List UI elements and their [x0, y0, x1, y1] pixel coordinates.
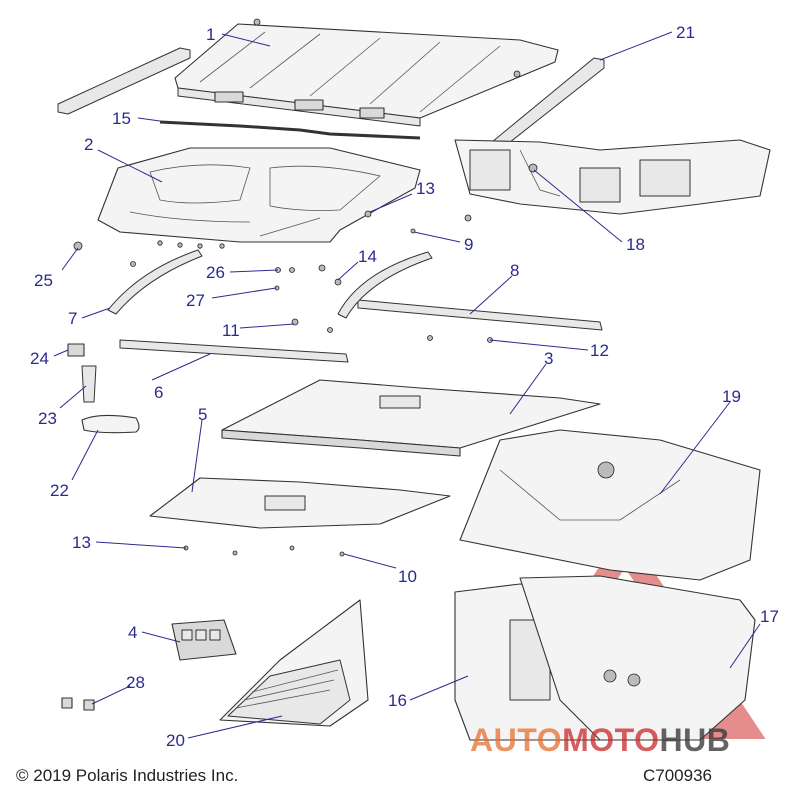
part-5-floor-panel-lower [149, 477, 451, 529]
copyright-text: © 2019 Polaris Industries Inc. [16, 766, 239, 785]
callout-19: 19 [722, 387, 741, 406]
part-28-clip-b [83, 699, 95, 711]
callout-16: 16 [388, 691, 407, 710]
callout-12: 12 [590, 341, 609, 360]
part-8-crossbar [357, 299, 603, 331]
callout-2: 2 [84, 135, 93, 154]
callout-10: 10 [398, 567, 417, 586]
part-1-roof [174, 18, 559, 127]
watermark-text: AUTOMOTOHUB [470, 722, 730, 759]
part-3-floor-panel [221, 379, 601, 457]
part-18-front-frame [454, 139, 771, 215]
part-17-rear-panel [519, 575, 756, 741]
watermark-part-moto: MOTO [562, 722, 660, 758]
callout-5: 5 [198, 405, 207, 424]
callout-9: 9 [464, 235, 473, 254]
callout-24: 24 [30, 349, 49, 368]
callout-17: 17 [760, 607, 779, 626]
leader-lines [53, 31, 761, 739]
part-22-mirror [81, 414, 140, 434]
part-2-headliner [97, 147, 421, 249]
callout-28: 28 [126, 673, 145, 692]
part-19-dash [459, 429, 761, 581]
callout-7: 7 [68, 309, 77, 328]
part-20-floor-mat [219, 599, 369, 727]
callout-27: 27 [186, 291, 205, 310]
part-7-trim [107, 249, 203, 315]
callout-13-bottom: 13 [72, 533, 91, 552]
callout-26: 26 [206, 263, 225, 282]
callout-8: 8 [510, 261, 519, 280]
part-4-console [171, 619, 237, 661]
callout-20: 20 [166, 731, 185, 750]
callout-15: 15 [112, 109, 131, 128]
callout-labels: 1 2 3 4 5 6 7 8 9 10 11 12 13 13 14 15 1… [30, 23, 779, 750]
callout-22: 22 [50, 481, 69, 500]
callout-18: 18 [626, 235, 645, 254]
callout-11: 11 [222, 321, 240, 340]
part-24-bracket [67, 343, 85, 357]
part-28-clip [61, 697, 73, 709]
callout-14: 14 [358, 247, 377, 266]
part-15-seal [159, 120, 421, 140]
callout-25: 25 [34, 271, 53, 290]
diagram-code: C700936 [643, 766, 713, 785]
part-14-trim [337, 251, 433, 319]
part-6-trim [119, 339, 349, 363]
callout-1: 1 [206, 25, 215, 44]
watermark-part-hub: HUB [659, 722, 731, 758]
callout-4: 4 [128, 623, 137, 642]
part-23-mount [81, 365, 97, 403]
callout-23: 23 [38, 409, 57, 428]
callout-21: 21 [676, 23, 695, 42]
callout-6: 6 [154, 383, 163, 402]
fastener-cluster [73, 210, 493, 557]
watermark-part-auto: AUTO [470, 722, 563, 758]
callout-3: 3 [544, 349, 553, 368]
callout-13-top: 13 [416, 179, 435, 198]
